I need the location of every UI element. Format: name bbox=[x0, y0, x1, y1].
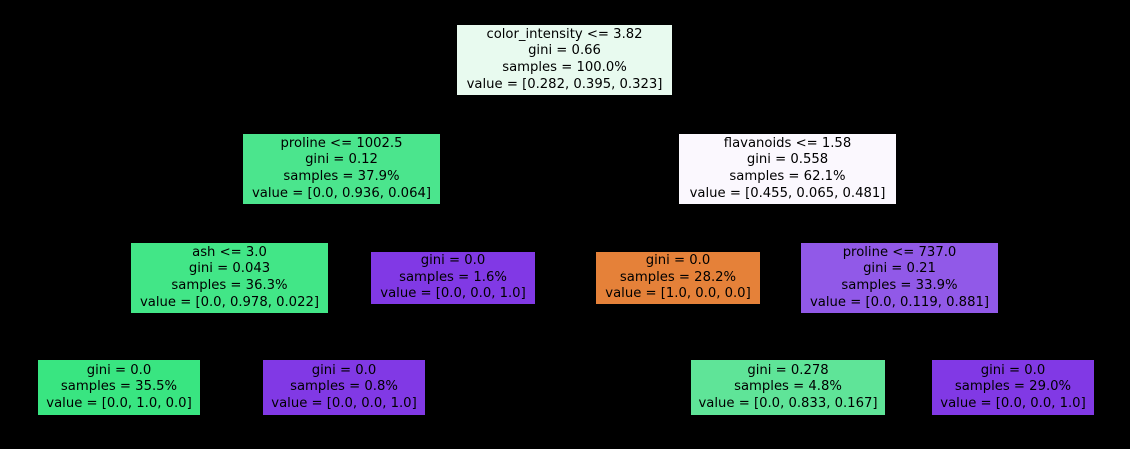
node-samples-text: samples = 4.8% bbox=[734, 379, 842, 395]
node-samples-text: samples = 62.1% bbox=[729, 169, 846, 184]
node-value-text: value = [0.0, 0.833, 0.167] bbox=[698, 395, 878, 411]
node-value-text: value = [0.0, 0.0, 1.0] bbox=[271, 395, 417, 411]
node-samples-text: samples = 35.5% bbox=[60, 379, 178, 395]
node-gini-text: gini = 0.0 bbox=[420, 253, 486, 269]
node-gini-text: gini = 0.12 bbox=[305, 152, 378, 168]
node-value-text: value = [0.0, 1.0, 0.0] bbox=[46, 395, 192, 411]
node-value-text: value = [1.0, 0.0, 0.0] bbox=[605, 286, 751, 302]
node-condition-text: ash <= 3.0 bbox=[192, 244, 267, 260]
node-gini-text: gini = 0.278 bbox=[747, 362, 829, 378]
node-condition-text: flavanoids <= 1.58 bbox=[723, 135, 852, 151]
node-samples-text: samples = 33.9% bbox=[841, 278, 958, 293]
node-value-text: value = [0.0, 0.119, 0.881] bbox=[810, 294, 989, 310]
node-gini-text: gini = 0.043 bbox=[188, 261, 271, 277]
node-samples-text: samples = 0.8% bbox=[290, 379, 398, 395]
node-value-text: value = [0.455, 0.065, 0.481] bbox=[689, 185, 886, 201]
node-samples-text: samples = 1.6% bbox=[399, 269, 507, 285]
node-condition-text: color_intensity <= 3.82 bbox=[486, 26, 643, 42]
node-condition-text: proline <= 1002.5 bbox=[280, 135, 403, 151]
node-value-text: value = [0.0, 0.936, 0.064] bbox=[252, 185, 431, 201]
node-value-text: value = [0.0, 0.978, 0.022] bbox=[140, 294, 319, 310]
node-gini-text: gini = 0.21 bbox=[863, 261, 936, 277]
node-condition-text: proline <= 737.0 bbox=[842, 244, 957, 260]
node-value-text: value = [0.282, 0.395, 0.323] bbox=[466, 76, 663, 92]
node-gini-text: gini = 0.558 bbox=[746, 152, 829, 168]
node-value-text: value = [0.0, 0.0, 1.0] bbox=[380, 286, 526, 302]
node-samples-text: samples = 28.2% bbox=[619, 269, 737, 285]
node-gini-text: gini = 0.0 bbox=[311, 362, 377, 378]
node-gini-text: gini = 0.66 bbox=[528, 43, 601, 59]
node-value-text: value = [0.0, 0.0, 1.0] bbox=[940, 395, 1086, 411]
node-gini-text: gini = 0.0 bbox=[645, 253, 711, 269]
node-gini-text: gini = 0.0 bbox=[980, 362, 1046, 378]
node-samples-text: samples = 37.9% bbox=[283, 169, 400, 184]
node-samples-text: samples = 29.0% bbox=[954, 379, 1072, 395]
node-samples-text: samples = 36.3% bbox=[171, 278, 288, 293]
node-samples-text: samples = 100.0% bbox=[502, 60, 627, 75]
node-gini-text: gini = 0.0 bbox=[86, 362, 152, 378]
